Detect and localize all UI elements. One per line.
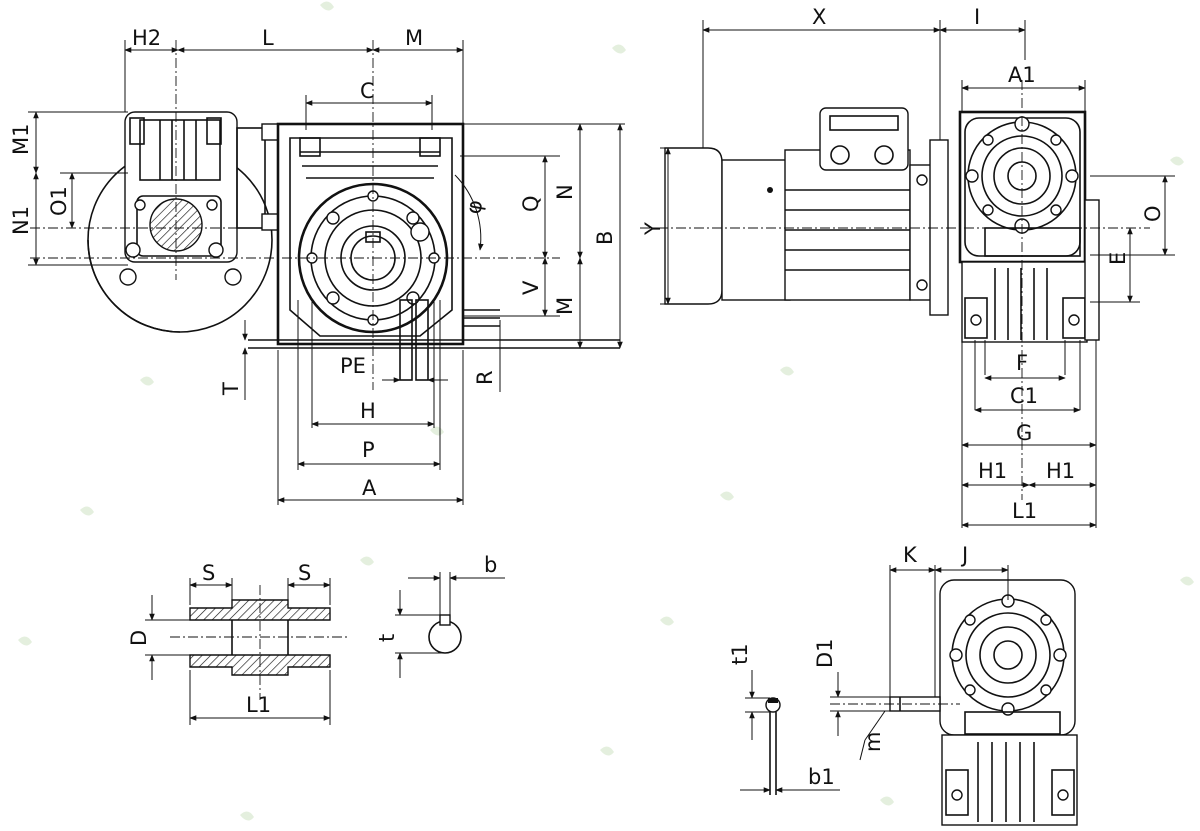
- dim-label-S-right: S: [298, 561, 311, 585]
- dim-label-C1: C1: [1010, 384, 1038, 408]
- dim-label-A: A: [362, 476, 377, 500]
- dim-label-D: D: [127, 630, 151, 646]
- dim-label-X: X: [812, 5, 826, 29]
- dim-label-Y: Y: [641, 222, 665, 236]
- side-view: X I A1 Y O E F C1 G H1 H1 L1: [640, 5, 1175, 528]
- dim-label-V: V: [519, 280, 543, 295]
- dim-label-M1: M1: [9, 124, 33, 155]
- dim-label-O: O: [1141, 205, 1165, 222]
- dim-label-B: B: [593, 231, 617, 245]
- dim-label-F: F: [1016, 351, 1028, 375]
- dim-label-Q: Q: [519, 195, 543, 212]
- dim-label-H2: H2: [132, 26, 161, 50]
- dim-label-L1-shaft: L1: [246, 693, 271, 717]
- dim-label-L1: L1: [1012, 499, 1037, 523]
- dim-label-O1: O1: [47, 186, 71, 216]
- dim-label-P: P: [362, 438, 375, 462]
- dim-label-L: L: [262, 26, 274, 50]
- dim-label-R: R: [473, 370, 497, 385]
- dim-label-t: t: [375, 634, 399, 642]
- dim-label-K: K: [903, 543, 918, 567]
- dim-label-b: b: [484, 553, 497, 577]
- dim-label-J: J: [960, 543, 968, 567]
- dim-label-phi: φ: [461, 198, 487, 216]
- dim-label-b1: b1: [808, 765, 835, 789]
- dim-label-N1: N1: [9, 206, 33, 235]
- dim-label-G: G: [1016, 421, 1032, 445]
- input-shaft-view: K J D1 m t1 b1: [728, 543, 1078, 826]
- dim-label-S-left: S: [202, 561, 215, 585]
- dim-label-C: C: [360, 79, 375, 103]
- dim-label-A1: A1: [1008, 63, 1036, 87]
- front-view: H2 L M C M1 O1 N1 N Q B φ V M T PE R H P…: [9, 26, 625, 505]
- hollow-shaft-view: S S D L1 b t: [127, 553, 505, 725]
- dim-label-H1-right: H1: [1046, 459, 1075, 483]
- dim-label-N: N: [553, 184, 577, 200]
- dim-label-H: H: [360, 399, 376, 423]
- dim-label-M-right: M: [553, 297, 577, 315]
- dim-label-I: I: [974, 5, 980, 29]
- dim-label-m: m: [861, 732, 885, 752]
- dim-label-T: T: [219, 382, 243, 396]
- dim-label-M-top: M: [405, 26, 423, 50]
- dim-label-t1: t1: [728, 643, 752, 665]
- dim-label-PE: PE: [340, 354, 366, 378]
- dim-label-E: E: [1106, 252, 1130, 265]
- dim-label-D1: D1: [813, 638, 837, 668]
- dim-label-H1-left: H1: [978, 459, 1007, 483]
